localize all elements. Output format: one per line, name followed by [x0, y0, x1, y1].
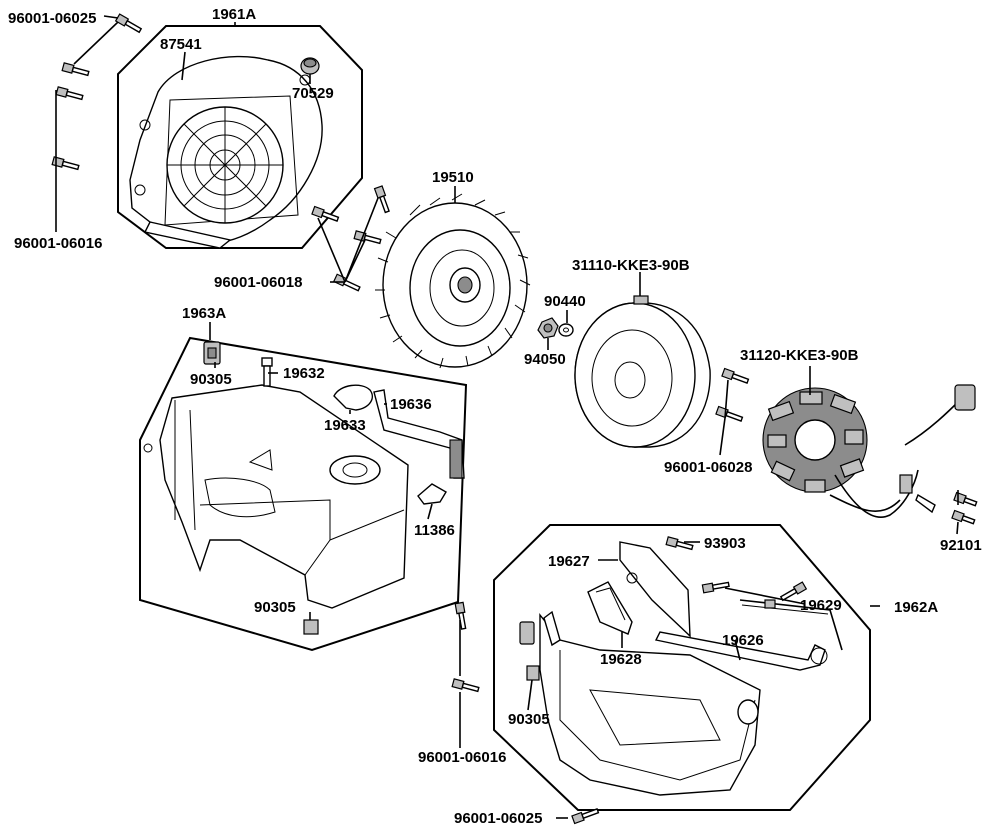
- leader-lines: [55, 15, 959, 819]
- bracket-19627: [619, 541, 691, 638]
- label-19633: 19633: [324, 417, 366, 434]
- nut-94050: [537, 317, 559, 339]
- label-19629: 19629: [800, 597, 842, 614]
- label-19627: 19627: [548, 553, 590, 570]
- plug-70529: [300, 57, 320, 75]
- label-90305-a: 90305: [190, 371, 232, 388]
- plate-19633: [333, 384, 374, 411]
- label-96001-06018: 96001-06018: [214, 274, 302, 291]
- label-1962A: 1962A: [894, 599, 938, 616]
- lower-cover-1962A: [539, 610, 761, 796]
- label-31120-KKE3-90B: 31120-KKE3-90B: [740, 347, 859, 364]
- label-96001-06028: 96001-06028: [664, 459, 752, 476]
- label-19628: 19628: [600, 651, 642, 668]
- label-90305-c: 90305: [508, 711, 550, 728]
- rotor-31110-KKE3-90B: [574, 295, 711, 448]
- clip-90305-c: [519, 621, 540, 681]
- label-19510: 19510: [432, 169, 474, 186]
- label-92101: 92101: [940, 537, 982, 554]
- label-19636: 19636: [390, 396, 432, 413]
- stator-31120-KKE3-90B: [762, 384, 976, 518]
- label-90305-b: 90305: [254, 599, 296, 616]
- label-19626: 19626: [722, 632, 764, 649]
- group-outline-1961A: [117, 25, 363, 249]
- label-70529: 70529: [292, 85, 334, 102]
- label-96001-06025-top: 96001-06025: [8, 10, 96, 27]
- rail-19626: [654, 631, 828, 671]
- label-1961A: 1961A: [212, 6, 256, 23]
- clip-90305-b: [303, 619, 319, 635]
- flywheel-19510: [375, 193, 531, 369]
- label-19632: 19632: [283, 365, 325, 382]
- group-outline-1963A: [139, 336, 468, 652]
- label-96001-06016-left: 96001-06016: [14, 235, 102, 252]
- label-11386: 11386: [414, 522, 455, 539]
- clip-90305-a: [203, 341, 221, 365]
- fan-cover-87541: [129, 55, 323, 249]
- pin-19632: [261, 357, 273, 387]
- clamp-11386: [417, 483, 447, 505]
- part-labels: 96001-06025 1961A 87541 70529 96001-0601…: [8, 6, 982, 827]
- label-31110-KKE3-90B: 31110-KKE3-90B: [572, 257, 690, 274]
- seal-19628: [587, 581, 633, 635]
- label-94050: 94050: [524, 351, 566, 368]
- label-96001-06016-bottom: 96001-06016: [418, 749, 506, 766]
- washer-90440: [558, 323, 574, 337]
- bolts: [51, 13, 978, 825]
- label-1963A: 1963A: [182, 305, 226, 322]
- rod-19629: [739, 599, 843, 651]
- label-93903: 93903: [704, 535, 746, 552]
- label-90440: 90440: [544, 293, 586, 310]
- label-87541: 87541: [160, 36, 202, 53]
- label-96001-06025-bottom: 96001-06025: [454, 810, 542, 827]
- shroud-1963A: [143, 384, 409, 609]
- group-outline-1962A: [493, 524, 871, 811]
